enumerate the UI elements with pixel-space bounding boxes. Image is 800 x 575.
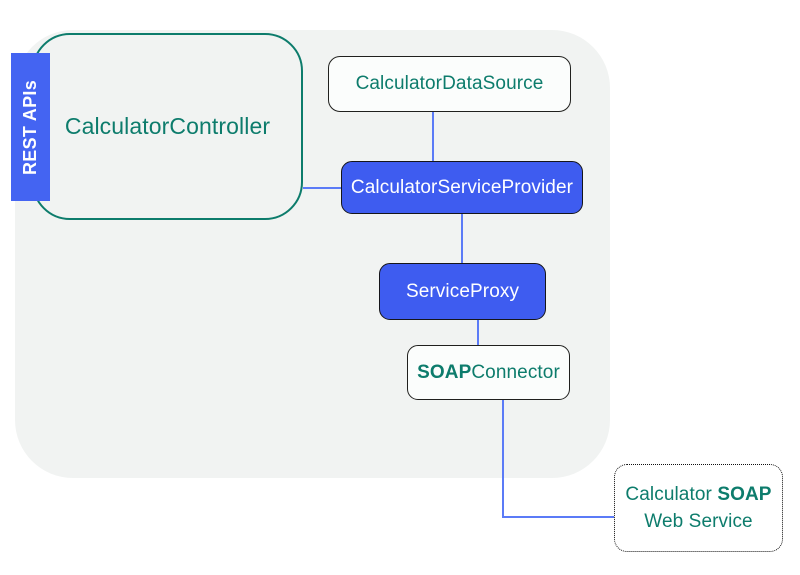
node-soap-connector: SOAPConnector bbox=[407, 345, 570, 400]
node-calculator-controller-label: CalculatorController bbox=[64, 113, 271, 139]
rest-apis-ribbon: REST APIs bbox=[11, 53, 50, 201]
connector-proxy-to-soapconnector bbox=[477, 320, 479, 346]
web-service-label-line1-regular: Calculator bbox=[625, 484, 718, 505]
node-calculator-service-provider: CalculatorServiceProvider bbox=[341, 161, 583, 214]
node-service-proxy-label: ServiceProxy bbox=[405, 280, 520, 302]
node-soap-connector-label: SOAPConnector bbox=[417, 362, 560, 384]
node-calculator-datasource-label: CalculatorDataSource bbox=[355, 73, 544, 94]
web-service-label-line2: Web Service bbox=[644, 511, 753, 532]
node-soap-connector-label-bold: SOAP bbox=[417, 361, 472, 383]
node-soap-connector-label-rest: Connector bbox=[471, 361, 560, 383]
node-calculator-soap-web-service: Calculator SOAP Web Service bbox=[614, 464, 783, 552]
connector-controller-to-provider bbox=[303, 187, 342, 189]
web-service-label-line1-bold: SOAP bbox=[717, 484, 772, 505]
web-service-label-line1: Calculator SOAP bbox=[625, 481, 771, 508]
node-calculator-datasource: CalculatorDataSource bbox=[328, 56, 571, 112]
connector-soapconnector-to-webservice-vertical bbox=[502, 400, 504, 518]
node-calculator-controller: CalculatorController bbox=[32, 33, 303, 220]
connector-provider-to-proxy bbox=[461, 214, 463, 264]
node-service-proxy: ServiceProxy bbox=[379, 263, 546, 320]
connector-soapconnector-to-webservice-horizontal bbox=[502, 516, 614, 518]
node-calculator-service-provider-label: CalculatorServiceProvider bbox=[350, 176, 574, 198]
rest-apis-ribbon-label: REST APIs bbox=[20, 79, 40, 175]
connector-datasource-to-provider bbox=[432, 112, 434, 162]
